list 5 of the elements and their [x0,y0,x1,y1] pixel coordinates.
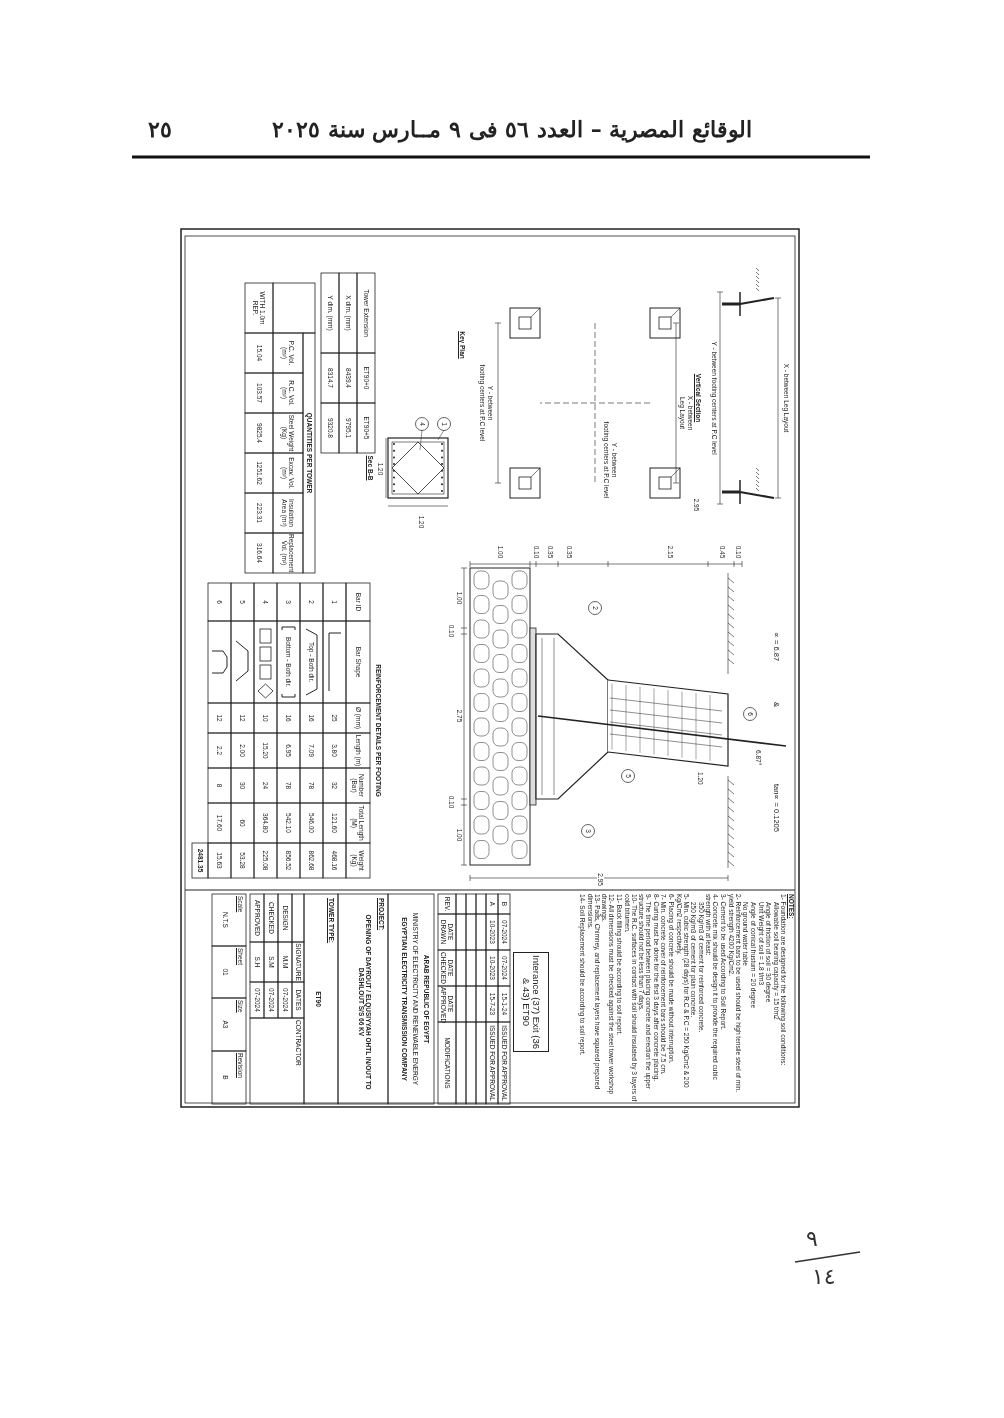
handwritten-number: ١٤ [812,1264,836,1289]
title-box: Interance (37) Exit (36 & 43) ET90 [513,952,549,1052]
page-number: ٢٥ [148,116,172,142]
handwritten-number: ٩ [806,1226,818,1251]
page-header: الوقائع المصرية – العدد ٥٦ فى ٩ مــارس سنة ٢٠٢٥ [272,116,752,142]
